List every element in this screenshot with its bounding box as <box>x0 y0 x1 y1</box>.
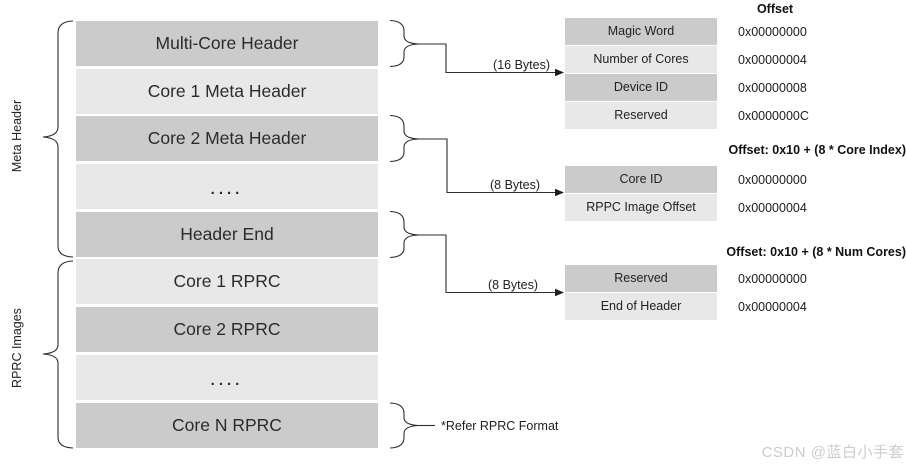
offset-value: 0x0000000C <box>738 109 809 123</box>
rprc-images-brace <box>42 260 74 449</box>
struct-table-core-meta: Core ID RPPC Image Offset <box>565 166 717 222</box>
offset-value: 0x00000000 <box>738 272 807 286</box>
block-core-n-rprc: Core N RPRC <box>76 402 378 448</box>
offset-value: 0x00000004 <box>738 53 807 67</box>
multicore-header-brace <box>389 19 420 68</box>
struct-table-multicore: Magic Word Number of Cores Device ID Res… <box>565 18 717 130</box>
offset-value: 0x00000004 <box>738 300 807 314</box>
section-label-meta-header: Meta Header <box>10 99 24 173</box>
arrowhead-icon-2 <box>555 188 564 197</box>
field-end-of-header: End of Header <box>565 293 717 320</box>
field-reserved-2: Reserved <box>565 265 717 292</box>
offset-header-3: Offset: 0x10 + (8 * Num Cores) <box>726 245 906 259</box>
block-ellipsis-rprc: .... <box>76 354 378 400</box>
core-n-rprc-brace <box>389 402 420 449</box>
csdn-watermark: CSDN @蓝白小手套 <box>761 444 904 461</box>
block-stack: Multi-Core Header Core 1 Meta Header Cor… <box>76 21 378 450</box>
core-meta-header-brace <box>389 114 420 163</box>
field-core-id: Core ID <box>565 166 717 193</box>
block-multi-core-header: Multi-Core Header <box>76 21 378 66</box>
connector-label-8-bytes-1: (8 Bytes) <box>489 178 540 192</box>
connector-line-3 <box>419 234 556 294</box>
block-ellipsis-meta: .... <box>76 164 378 210</box>
offset-value: 0x00000008 <box>738 81 807 95</box>
block-core1-rprc: Core 1 RPRC <box>76 259 378 305</box>
field-number-of-cores: Number of Cores <box>565 46 717 73</box>
section-label-rprc-images: RPRC Images <box>10 308 24 388</box>
struct-table-header-end: Reserved End of Header <box>565 265 717 321</box>
header-end-brace <box>389 210 420 259</box>
offset-header-2: Offset: 0x10 + (8 * Core Index) <box>728 143 906 157</box>
block-header-end: Header End <box>76 211 378 257</box>
connector-line-1 <box>419 43 556 74</box>
meta-header-brace <box>42 20 74 258</box>
offset-value: 0x00000004 <box>738 201 807 215</box>
block-core2-rprc: Core 2 RPRC <box>76 307 378 353</box>
connector-label-16-bytes: (16 Bytes) <box>493 58 550 72</box>
offset-header-1: Offset <box>756 2 794 16</box>
connector-label-8-bytes-2: (8 Bytes) <box>487 278 538 292</box>
block-core1-meta-header: Core 1 Meta Header <box>76 68 378 114</box>
block-core2-meta-header: Core 2 Meta Header <box>76 116 378 162</box>
offset-value: 0x00000000 <box>738 173 807 187</box>
field-reserved-1: Reserved <box>565 102 717 129</box>
arrowhead-icon-1 <box>555 68 564 77</box>
field-magic-word: Magic Word <box>565 18 717 45</box>
offset-value: 0x00000000 <box>738 25 807 39</box>
connector-line-2 <box>419 138 556 194</box>
field-device-id: Device ID <box>565 74 717 101</box>
field-rppc-image-offset: RPPC Image Offset <box>565 194 717 221</box>
arrowhead-icon-3 <box>555 288 564 297</box>
refer-rprc-format-note: *Refer RPRC Format <box>441 419 559 433</box>
